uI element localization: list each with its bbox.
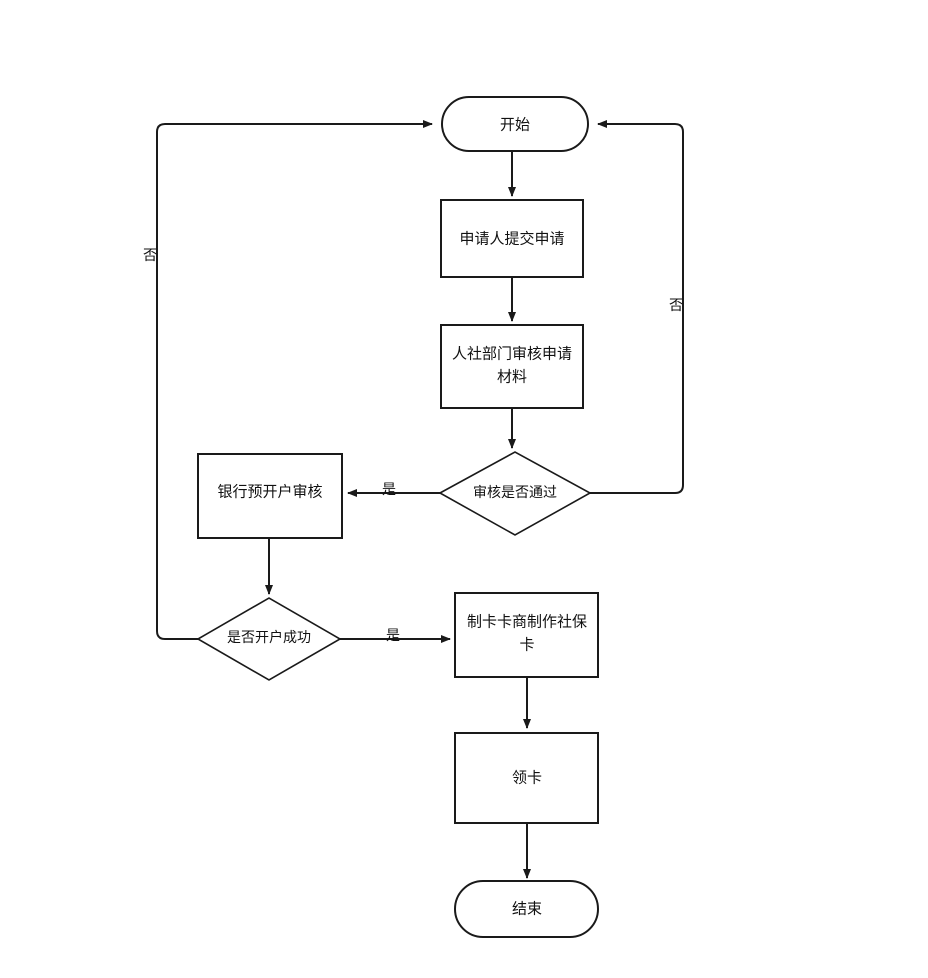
node-card-manufacturing[interactable]: 制卡卡商制作社保 卡 (454, 592, 599, 678)
node-bank-preopen-review-label: 银行预开户审核 (217, 483, 322, 501)
edge-open-check-to-make-card: 是 (340, 628, 451, 644)
node-department-review[interactable]: 人社部门审核申请 材料 (440, 324, 584, 409)
node-account-opened-decision[interactable]: 是否开户成功 (196, 597, 342, 681)
edge-label-yes-open: 是 (386, 628, 400, 644)
node-start-label: 开始 (500, 116, 530, 134)
node-submit-application-shape (440, 199, 584, 278)
node-department-review-label-line2: 材料 (497, 368, 527, 386)
node-bank-preopen-review-shape (197, 453, 343, 539)
node-submit-application[interactable]: 申请人提交申请 (440, 199, 584, 278)
node-collect-card[interactable]: 领卡 (454, 732, 599, 824)
edge-label-yes-review: 是 (382, 482, 396, 498)
node-account-opened-decision-shape (196, 597, 342, 681)
edge-open-check-to-start-no: 否 (143, 120, 433, 640)
edge-label-no-left: 否 (143, 248, 157, 264)
node-collect-card-shape (454, 732, 599, 824)
node-end[interactable]: 结束 (454, 880, 599, 938)
edge-review-check-to-start-no: 否 (590, 120, 684, 494)
node-department-review-label-line1: 人社部门审核申请 (452, 345, 572, 363)
node-review-passed-decision[interactable]: 审核是否通过 (438, 451, 592, 536)
node-card-manufacturing-label-line1: 制卡卡商制作社保 (467, 613, 587, 631)
node-bank-preopen-review[interactable]: 银行预开户审核 (197, 453, 343, 539)
node-end-shape (454, 880, 599, 938)
node-collect-card-label: 领卡 (512, 769, 542, 787)
edge-review-check-to-bank-open: 是 (347, 482, 440, 498)
node-review-passed-decision-shape (438, 451, 592, 536)
node-start[interactable]: 开始 (441, 96, 589, 152)
node-account-opened-decision-label: 是否开户成功 (227, 629, 311, 646)
node-department-review-shape (440, 324, 584, 409)
node-end-label: 结束 (512, 900, 542, 918)
node-card-manufacturing-shape (454, 592, 599, 678)
node-submit-application-label: 申请人提交申请 (459, 230, 564, 248)
edge-label-no-right: 否 (669, 298, 683, 314)
node-review-passed-decision-label: 审核是否通过 (473, 485, 557, 501)
node-start-shape (441, 96, 589, 152)
node-card-manufacturing-label-line2: 卡 (519, 636, 534, 654)
